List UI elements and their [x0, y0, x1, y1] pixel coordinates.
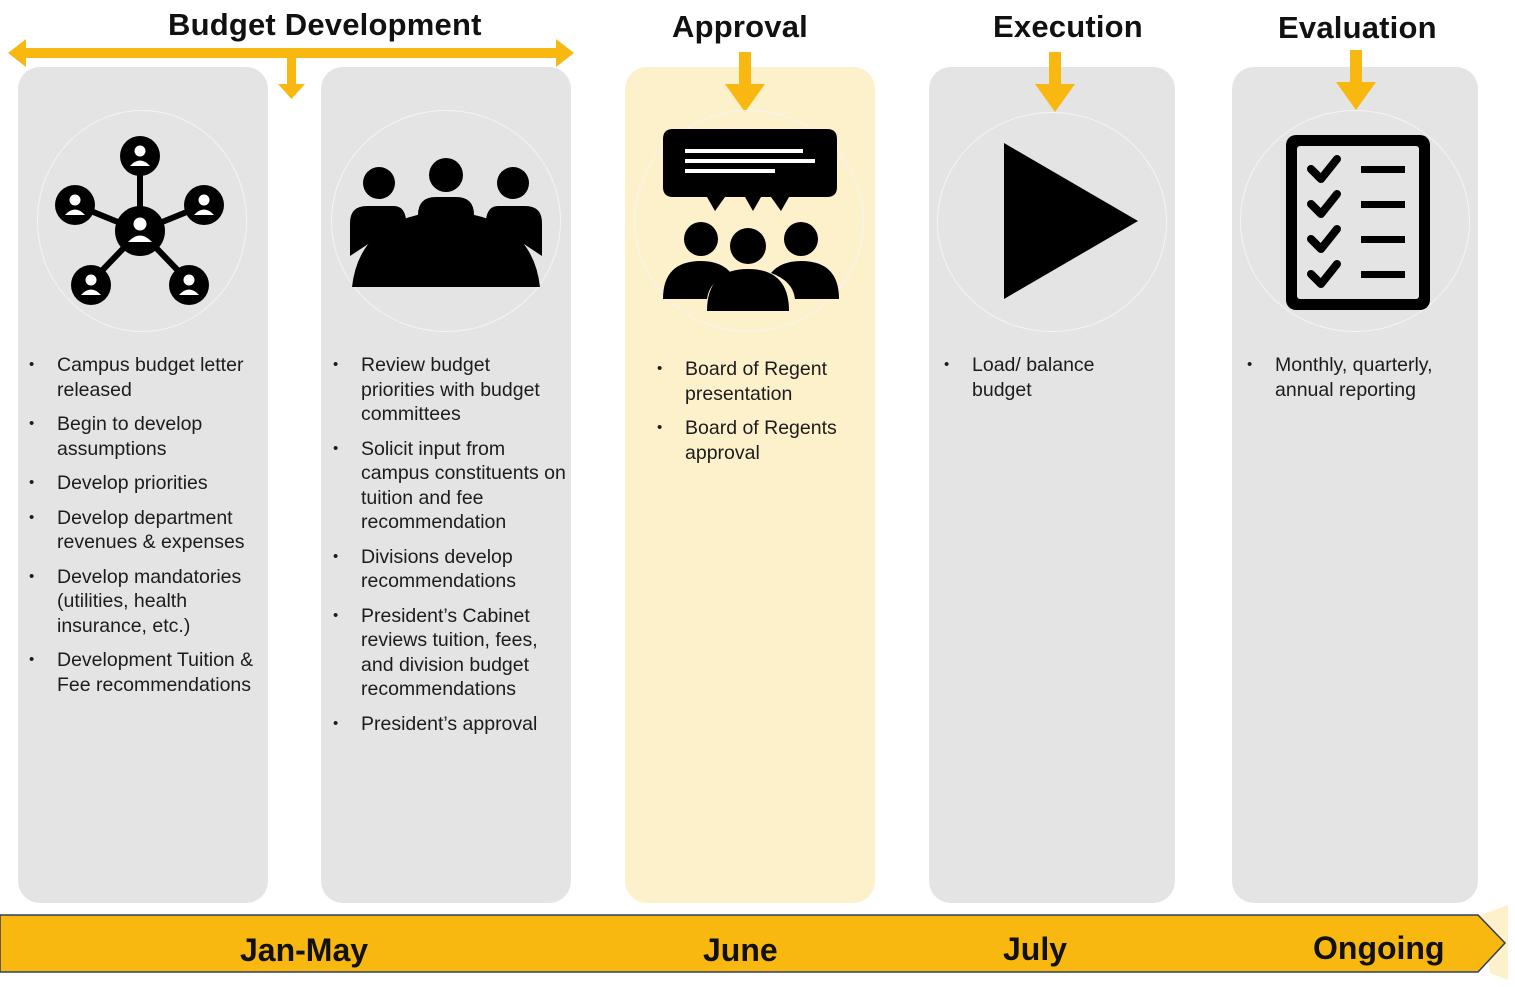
icon-circle-3: [634, 110, 864, 332]
execution-down-arrow: [1035, 52, 1075, 112]
list-item: President’s approval: [333, 712, 567, 737]
list-item: Divisions develop recommendations: [333, 545, 567, 594]
checklist-icon: [1286, 135, 1430, 310]
meeting-table-icon: [350, 158, 542, 287]
list-item: Solicit input from campus constituents o…: [333, 437, 567, 535]
phase-title-execution: Execution: [993, 9, 1143, 44]
icon-circle-4: [937, 112, 1167, 332]
list-item: Board of Regent presentation: [657, 357, 867, 406]
list-item: Campus budget letter released: [29, 353, 265, 402]
phase-title-budget-development: Budget Development: [168, 7, 482, 42]
icon-circle-5: [1240, 110, 1470, 332]
timeline-arrow: [0, 905, 1508, 980]
bullet-list-3: Board of Regent presentation Board of Re…: [657, 357, 867, 475]
timeline-label-june: June: [703, 932, 778, 968]
list-item: Begin to develop assumptions: [29, 412, 265, 461]
list-item: Develop mandatories (utilities, health i…: [29, 565, 265, 639]
network-people-icon: [55, 136, 224, 305]
evaluation-down-arrow: [1336, 50, 1376, 110]
list-item: President’s Cabinet reviews tuition, fee…: [333, 604, 567, 702]
icon-circle-1: [37, 110, 247, 332]
presentation-audience-icon: [663, 129, 839, 311]
play-icon: [1004, 143, 1138, 299]
approval-down-arrow: [725, 52, 765, 112]
list-item: Review budget priorities with budget com…: [333, 353, 567, 427]
list-item: Develop department revenues & expenses: [29, 506, 265, 555]
list-item: Load/ balance budget: [944, 353, 1154, 402]
bullet-list-1: Campus budget letter released Begin to d…: [29, 353, 265, 707]
double-headed-arrow: [8, 39, 574, 99]
list-item: Board of Regents approval: [657, 416, 867, 465]
list-item: Development Tuition & Fee recommendation…: [29, 648, 265, 697]
bullet-list-2: Review budget priorities with budget com…: [333, 353, 567, 746]
list-item: Monthly, quarterly, annual reporting: [1247, 353, 1469, 402]
icon-circle-2: [331, 110, 561, 332]
bullet-list-5: Monthly, quarterly, annual reporting: [1247, 353, 1469, 412]
list-item: Develop priorities: [29, 471, 265, 496]
phase-title-approval: Approval: [672, 9, 808, 44]
timeline-label-ongoing: Ongoing: [1313, 930, 1445, 966]
timeline-label-july: July: [1003, 931, 1068, 967]
timeline-label-jan-may: Jan-May: [240, 932, 369, 968]
phase-title-evaluation: Evaluation: [1278, 10, 1437, 45]
bullet-list-4: Load/ balance budget: [944, 353, 1154, 412]
